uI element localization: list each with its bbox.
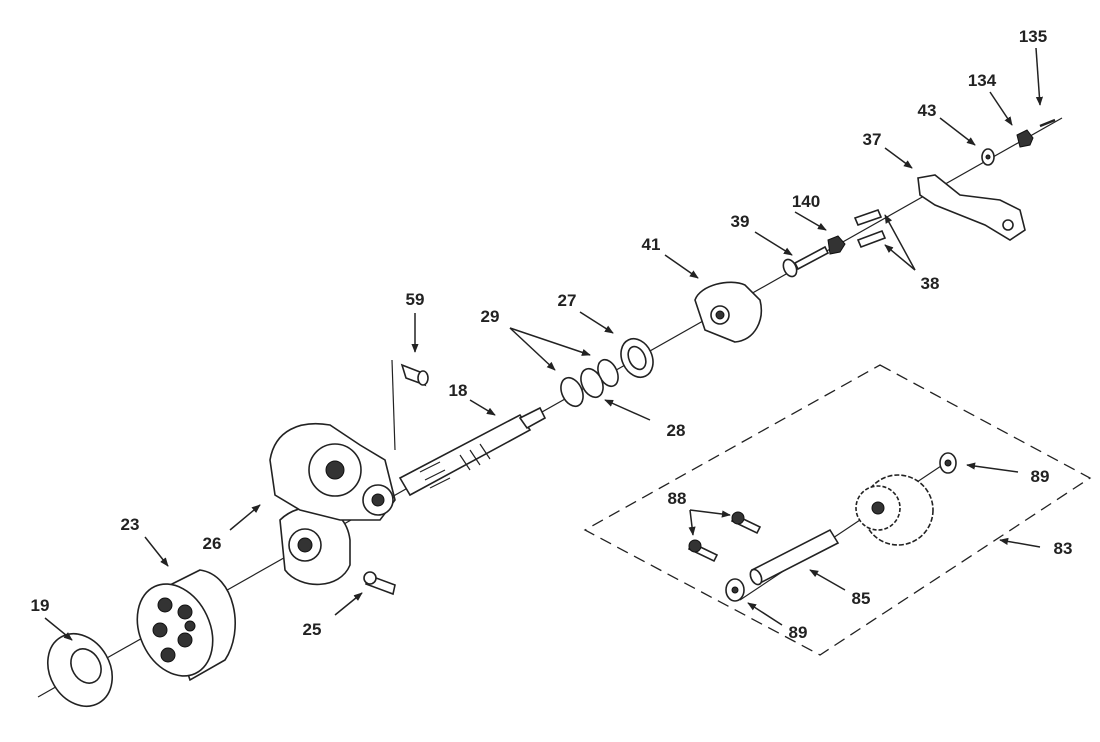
callout-19: 19 [31,596,50,615]
leader-lines [44,47,1044,641]
callout-59: 59 [406,290,425,309]
part-28-ring [580,367,604,399]
callout-89-lower: 89 [789,623,808,642]
callout-89-upper: 89 [1031,467,1050,486]
callout-27: 27 [558,291,577,310]
callout-135: 135 [1019,27,1047,46]
part-27-bearing [620,337,654,379]
callout-88: 88 [668,489,687,508]
part-19-seal [47,633,113,707]
callout-83: 83 [1054,539,1073,558]
part-85-shaft [749,528,840,586]
part-140-nut [827,235,846,255]
gear-subassembly-box [583,364,1092,656]
part-88-screws [687,511,762,563]
callout-25: 25 [303,620,322,639]
callout-38: 38 [921,274,940,293]
part-38-pins [853,208,887,249]
part-135-cotter-pin [1039,118,1056,128]
callout-39: 39 [731,212,750,231]
part-59-pin [400,363,429,387]
part-gear [855,474,934,546]
part-18-shaft [398,406,547,497]
callout-37: 37 [863,130,882,149]
callout-134: 134 [968,71,997,90]
part-134-nut [1016,129,1034,148]
pump-housing [269,423,396,521]
part-89-washer [725,452,957,602]
callout-18: 18 [449,381,468,400]
part-43-washer [981,148,995,166]
callout-26: 26 [203,534,222,553]
callout-28: 28 [667,421,686,440]
part-37-bracket [917,174,1026,241]
callout-29: 29 [481,307,500,326]
callout-140: 140 [792,192,820,211]
callout-43: 43 [918,101,937,120]
pin-axis-line [391,359,396,451]
part-23-rotor [136,569,236,682]
part-41-cam [694,281,762,343]
callout-23: 23 [121,515,140,534]
callout-41: 41 [642,235,661,254]
part-25-fitting [363,571,396,596]
callout-85: 85 [852,589,871,608]
part-39-screw [782,245,830,278]
